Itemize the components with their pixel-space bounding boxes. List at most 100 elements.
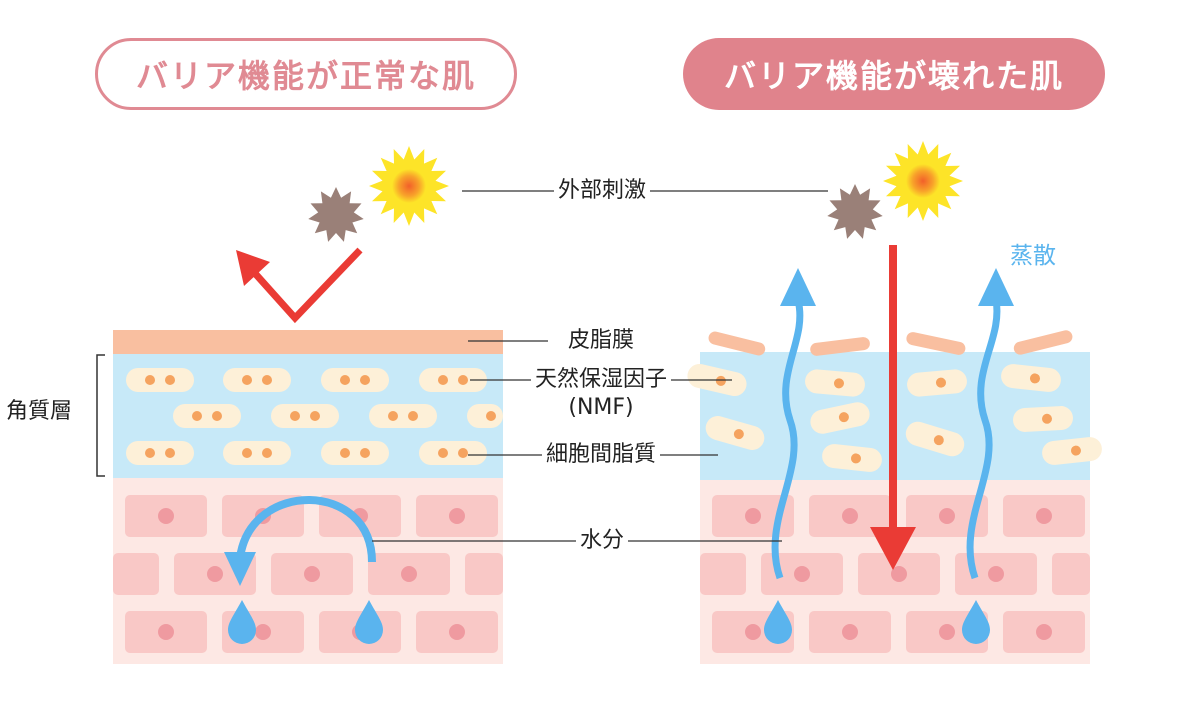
skin-cell: [761, 553, 843, 595]
normal-skin-section: [113, 146, 503, 664]
cell-nucleus: [207, 566, 223, 582]
evaporation-arrow-head: [780, 268, 816, 306]
nmf-dot: [212, 411, 222, 421]
nmf-dot: [408, 411, 418, 421]
nmf-dot: [1070, 445, 1081, 456]
nmf-dot: [388, 411, 398, 421]
label-intercellular-lipid: 細胞間脂質: [541, 441, 661, 469]
damaged-corneocytes: [687, 363, 1102, 472]
corneocyte: [126, 441, 194, 465]
cell-nucleus: [158, 508, 174, 524]
water-drop-icon: [962, 600, 990, 644]
corneocyte: [705, 416, 765, 450]
corneocyte: [223, 368, 291, 392]
moisture-retention-arrow: [236, 496, 376, 563]
evaporation-arrow: [771, 299, 804, 580]
nmf-dot: [438, 375, 448, 385]
cell-nucleus: [449, 624, 465, 640]
corneocyte: [223, 441, 291, 465]
water-drop-icon: [228, 600, 256, 644]
label-sebum-membrane: 皮脂膜: [563, 327, 639, 355]
corneocyte: [419, 368, 487, 392]
damaged-skin-cells: [700, 495, 1090, 653]
nmf-dot: [145, 448, 155, 458]
nmf-dot: [340, 375, 350, 385]
nmf-dot: [715, 375, 726, 386]
skin-cell: [125, 611, 207, 653]
nmf-dot: [242, 448, 252, 458]
nmf-dot: [1029, 373, 1040, 384]
label-nmf-line2: (NMF): [568, 395, 634, 420]
cell-nucleus: [988, 566, 1004, 582]
skin-cell: [113, 553, 159, 595]
cell-nucleus: [939, 508, 955, 524]
skin-cell: [700, 553, 746, 595]
moisture-retention-arrow-head: [224, 552, 256, 586]
nmf-dot: [833, 378, 844, 389]
cell-nucleus: [1036, 508, 1052, 524]
cell-nucleus: [255, 624, 271, 640]
corneocyte: [905, 421, 965, 457]
nmf-dot: [145, 375, 155, 385]
skin-cell: [906, 495, 988, 537]
sun-stimulus-icon: [883, 141, 963, 221]
nmf-dot: [290, 411, 300, 421]
cell-nucleus: [1036, 624, 1052, 640]
skin-cell: [368, 553, 450, 595]
corneocyte: [810, 402, 870, 434]
nmf-dot: [458, 375, 468, 385]
corneocyte: [419, 441, 487, 465]
title-damaged-skin: バリア機能が壊れた肌: [683, 38, 1105, 110]
nmf-dot: [242, 375, 252, 385]
penetrating-arrow-head: [870, 527, 916, 570]
nmf-dot: [262, 448, 272, 458]
corneocyte: [467, 404, 503, 428]
cell-nucleus: [939, 624, 955, 640]
nmf-dot: [935, 377, 946, 388]
nmf-dot: [1041, 413, 1052, 424]
skin-cell: [858, 553, 940, 595]
cell-nucleus: [842, 624, 858, 640]
water-drop-icon: [764, 600, 792, 644]
skin-cell: [465, 553, 503, 595]
cell-nucleus: [401, 566, 417, 582]
cell-nucleus: [745, 508, 761, 524]
corneocyte: [822, 444, 882, 472]
skin-cell: [809, 611, 891, 653]
nmf-dot: [165, 448, 175, 458]
corneocyte: [321, 441, 389, 465]
label-nmf-line1: 天然保湿因子: [534, 367, 668, 392]
dust-stimulus-icon: [308, 187, 364, 242]
cell-nucleus: [158, 624, 174, 640]
sun-stimulus-icon: [369, 146, 449, 226]
corneocyte: [805, 369, 865, 397]
nmf-dot: [486, 411, 496, 421]
skin-cell: [955, 553, 1037, 595]
normal-sebum-layer: [113, 330, 503, 354]
cell-nucleus: [745, 624, 761, 640]
nmf-dot: [438, 448, 448, 458]
corneocyte: [1001, 364, 1061, 392]
penetrating-stimulus-arrow: [889, 245, 897, 530]
corneocyte: [907, 369, 967, 397]
skin-cell: [1052, 553, 1090, 595]
broken-sebum-pieces: [708, 330, 1073, 356]
dust-stimulus-icon: [827, 184, 883, 239]
cell-nucleus: [842, 508, 858, 524]
nmf-dot: [850, 453, 861, 464]
stratum-corneum-bracket: [96, 354, 105, 477]
nmf-dot: [262, 375, 272, 385]
skin-cell: [809, 495, 891, 537]
nmf-dot: [360, 375, 370, 385]
title-normal-skin: バリア機能が正常な肌: [95, 38, 517, 110]
corneocyte: [1042, 437, 1102, 465]
corneocyte: [126, 368, 194, 392]
cell-nucleus: [449, 508, 465, 524]
skin-cell: [271, 553, 353, 595]
corneocyte: [1013, 406, 1073, 432]
skin-cell: [125, 495, 207, 537]
reflected-stimulus-arrow: [249, 247, 363, 324]
nmf-dot: [360, 448, 370, 458]
nmf-dot: [165, 375, 175, 385]
nmf-dot: [933, 435, 944, 446]
